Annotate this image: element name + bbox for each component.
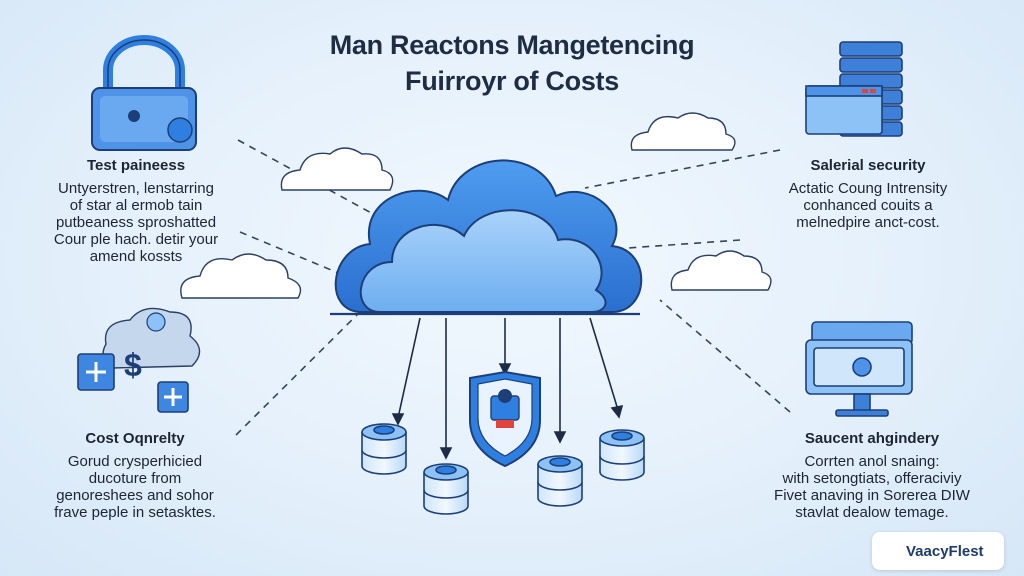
block-line: Corrten anol snaing: bbox=[804, 453, 940, 470]
small-cloud-icon bbox=[180, 253, 302, 299]
block-line: frave peple in setasktes. bbox=[54, 504, 216, 521]
diagram-title-line-2: Fuirroyr of Costs bbox=[405, 66, 619, 96]
block-line: of star al ermob tain bbox=[69, 197, 203, 214]
block-line: melnedpire anct-cost. bbox=[796, 214, 940, 231]
block-line: Gorud crysperhicied bbox=[67, 453, 203, 470]
block-line: conhanced couits a bbox=[803, 197, 933, 214]
connector-mid-right bbox=[599, 239, 741, 251]
block-line: Fivet anaving in Sorerea DIW bbox=[774, 487, 970, 504]
database-cylinder-icon bbox=[423, 463, 469, 515]
monitor-device-icon bbox=[805, 321, 913, 417]
decorative-clouds bbox=[180, 112, 772, 299]
block-heading: Cost Oqnrelty bbox=[85, 430, 185, 447]
small-cloud-icon bbox=[630, 112, 736, 151]
brand-badge-text: VaacyFlest bbox=[906, 542, 984, 560]
text-block-bottom-left: Cost Oqnrelty Gorud crysperhicied ducotu… bbox=[40, 430, 230, 521]
block-line: putbeaness sproshatted bbox=[55, 214, 217, 231]
small-cloud-icon bbox=[670, 250, 772, 291]
svg-text:$: $ bbox=[124, 347, 142, 383]
connector-bottom-right bbox=[659, 299, 791, 413]
block-heading: Saucent ahgindery bbox=[804, 430, 940, 447]
brand-badge[interactable]: VaacyFlest bbox=[872, 532, 1004, 570]
database-nodes bbox=[361, 423, 645, 515]
text-block-top-left: Test paineess Untyerstren, lenstarring o… bbox=[36, 157, 236, 265]
database-cylinder-icon bbox=[599, 429, 645, 481]
block-line: stavlat dealow temage. bbox=[795, 504, 949, 521]
connector-bottom-left bbox=[235, 299, 373, 436]
text-block-top-right: Salerial security Actatic Coung Intrensi… bbox=[770, 157, 966, 231]
database-cylinder-icon bbox=[361, 423, 407, 475]
small-cloud-icon bbox=[280, 147, 394, 191]
block-line: Cour ple hach. detir your bbox=[53, 231, 219, 248]
block-line: with setongtiats, offeraciviy bbox=[782, 470, 962, 487]
block-line: Untyerstren, lenstarring bbox=[58, 180, 214, 197]
block-heading: Salerial security bbox=[810, 157, 926, 174]
padlock-icon bbox=[91, 35, 197, 151]
block-line: Actatic Coung Intrensity bbox=[788, 180, 948, 197]
cost-dollar-icon: $ bbox=[77, 307, 201, 413]
security-shield-icon bbox=[469, 370, 541, 468]
connector-top-right bbox=[584, 149, 781, 189]
block-line: ducoture from bbox=[88, 470, 182, 487]
server-stack-icon bbox=[805, 41, 903, 137]
block-heading: Test paineess bbox=[86, 157, 186, 174]
text-block-bottom-right: Saucent ahgindery Corrten anol snaing: w… bbox=[756, 430, 988, 521]
database-cylinder-icon bbox=[537, 455, 583, 507]
block-line: genoreshees and sohor bbox=[56, 487, 214, 504]
flow-arrows bbox=[391, 317, 624, 460]
center-cloud-icon bbox=[334, 159, 643, 313]
diagram-title-line-1: Man Reactons Mangetencing bbox=[329, 30, 695, 60]
block-line: amend kossts bbox=[89, 248, 183, 265]
